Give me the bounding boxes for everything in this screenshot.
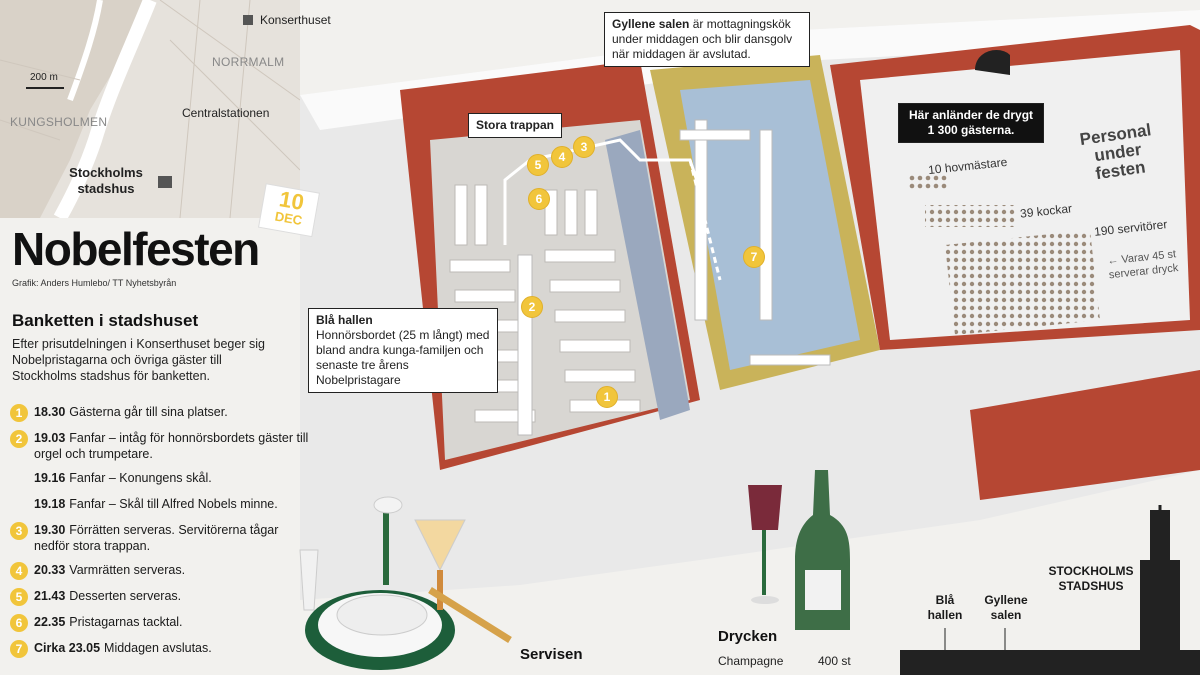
callout-arrival: Här anländer de drygt 1 300 gästerna. xyxy=(898,103,1044,143)
timeline-description: Förrätten serveras. Servitörerna tågar n… xyxy=(34,523,279,553)
timeline-number: 5 xyxy=(10,588,28,606)
timeline-number: 3 xyxy=(10,522,28,540)
marker-4: 4 xyxy=(551,146,573,168)
timeline-time: 19.03 xyxy=(34,431,66,445)
bla-title: Blå hallen xyxy=(316,313,373,327)
map-label-centralstationen: Centralstationen xyxy=(182,106,270,120)
timeline-number xyxy=(10,496,28,514)
timeline-time: 20.33 xyxy=(34,563,66,577)
credit-line: Grafik: Anders Humlebo/ TT Nyhetsbyrån xyxy=(12,278,177,288)
skyline-label-bla: Blå hallen xyxy=(927,593,963,622)
map-label-normalm: NORRMALM xyxy=(212,55,285,69)
timeline-time: 18.30 xyxy=(34,405,66,419)
marker-3: 3 xyxy=(573,136,595,158)
page-title: Nobelfesten xyxy=(12,223,260,275)
map-scale: 200 m xyxy=(30,72,58,83)
map-label-kungsholmen: KUNGSHOLMEN xyxy=(10,115,108,129)
drink-qty-0: 400 st xyxy=(818,654,851,668)
timeline-number: 2 xyxy=(10,430,28,448)
timeline-number: 6 xyxy=(10,614,28,632)
skyline-label-gyllene: Gyllene salen xyxy=(984,593,1028,622)
marker-7: 7 xyxy=(743,246,765,268)
timeline-description: Desserten serveras. xyxy=(69,589,182,603)
timeline-description: Varmrätten serveras. xyxy=(69,563,186,577)
timeline-time: 22.35 xyxy=(34,615,66,629)
marker-1: 1 xyxy=(596,386,618,408)
timeline-description: Fanfar – Konungens skål. xyxy=(69,471,212,485)
timeline-number xyxy=(10,470,28,488)
marker-6: 6 xyxy=(528,188,550,210)
heading-drycken: Drycken xyxy=(718,628,778,645)
timeline-description: Fanfar – intåg för honnörsbordets gäster… xyxy=(34,431,309,461)
timeline-description: Pristagarnas tacktal. xyxy=(69,615,183,629)
marker-5: 5 xyxy=(527,154,549,176)
map-label-konserthuset: Konserthuset xyxy=(260,13,331,27)
callout-bla-hallen: Blå hallen Honnörsbordet (25 m långt) me… xyxy=(308,308,498,393)
timeline-description: Middagen avslutas. xyxy=(104,641,212,655)
skyline-title: STOCKHOLMS STADSHUS xyxy=(1048,564,1134,593)
timeline-time: 19.18 xyxy=(34,497,66,511)
timeline-number: 7 xyxy=(10,640,28,658)
intro-text: Efter prisutdelningen i Konserthuset beg… xyxy=(12,337,265,383)
bla-text: Honnörsbordet (25 m långt) med bland and… xyxy=(316,328,490,387)
timeline-description: Fanfar – Skål till Alfred Nobels minne. xyxy=(69,497,278,511)
timeline-number: 1 xyxy=(10,404,28,422)
timeline-time: 19.30 xyxy=(34,523,66,537)
timeline-time: 21.43 xyxy=(34,589,66,603)
section-heading: Banketten i stadshuset xyxy=(12,311,199,330)
gyllene-text: är mottagningskök under middagen och bli… xyxy=(612,17,793,61)
timeline-time: 19.16 xyxy=(34,471,66,485)
drink-name-0: Champagne xyxy=(718,654,784,668)
timeline-number: 4 xyxy=(10,562,28,580)
timeline-time: Cirka 23.05 xyxy=(34,641,101,655)
callout-gyllene-salen: Gyllene salen är mottagningskök under mi… xyxy=(604,12,810,67)
map-label-stadshus: Stockholms stadshus xyxy=(69,165,143,196)
timeline-description: Gästerna går till sina platser. xyxy=(69,405,228,419)
callout-stora-trappan: Stora trappan xyxy=(468,113,563,138)
marker-2: 2 xyxy=(521,296,543,318)
heading-servisen: Servisen xyxy=(520,646,583,663)
gyllene-title: Gyllene salen xyxy=(612,17,690,31)
